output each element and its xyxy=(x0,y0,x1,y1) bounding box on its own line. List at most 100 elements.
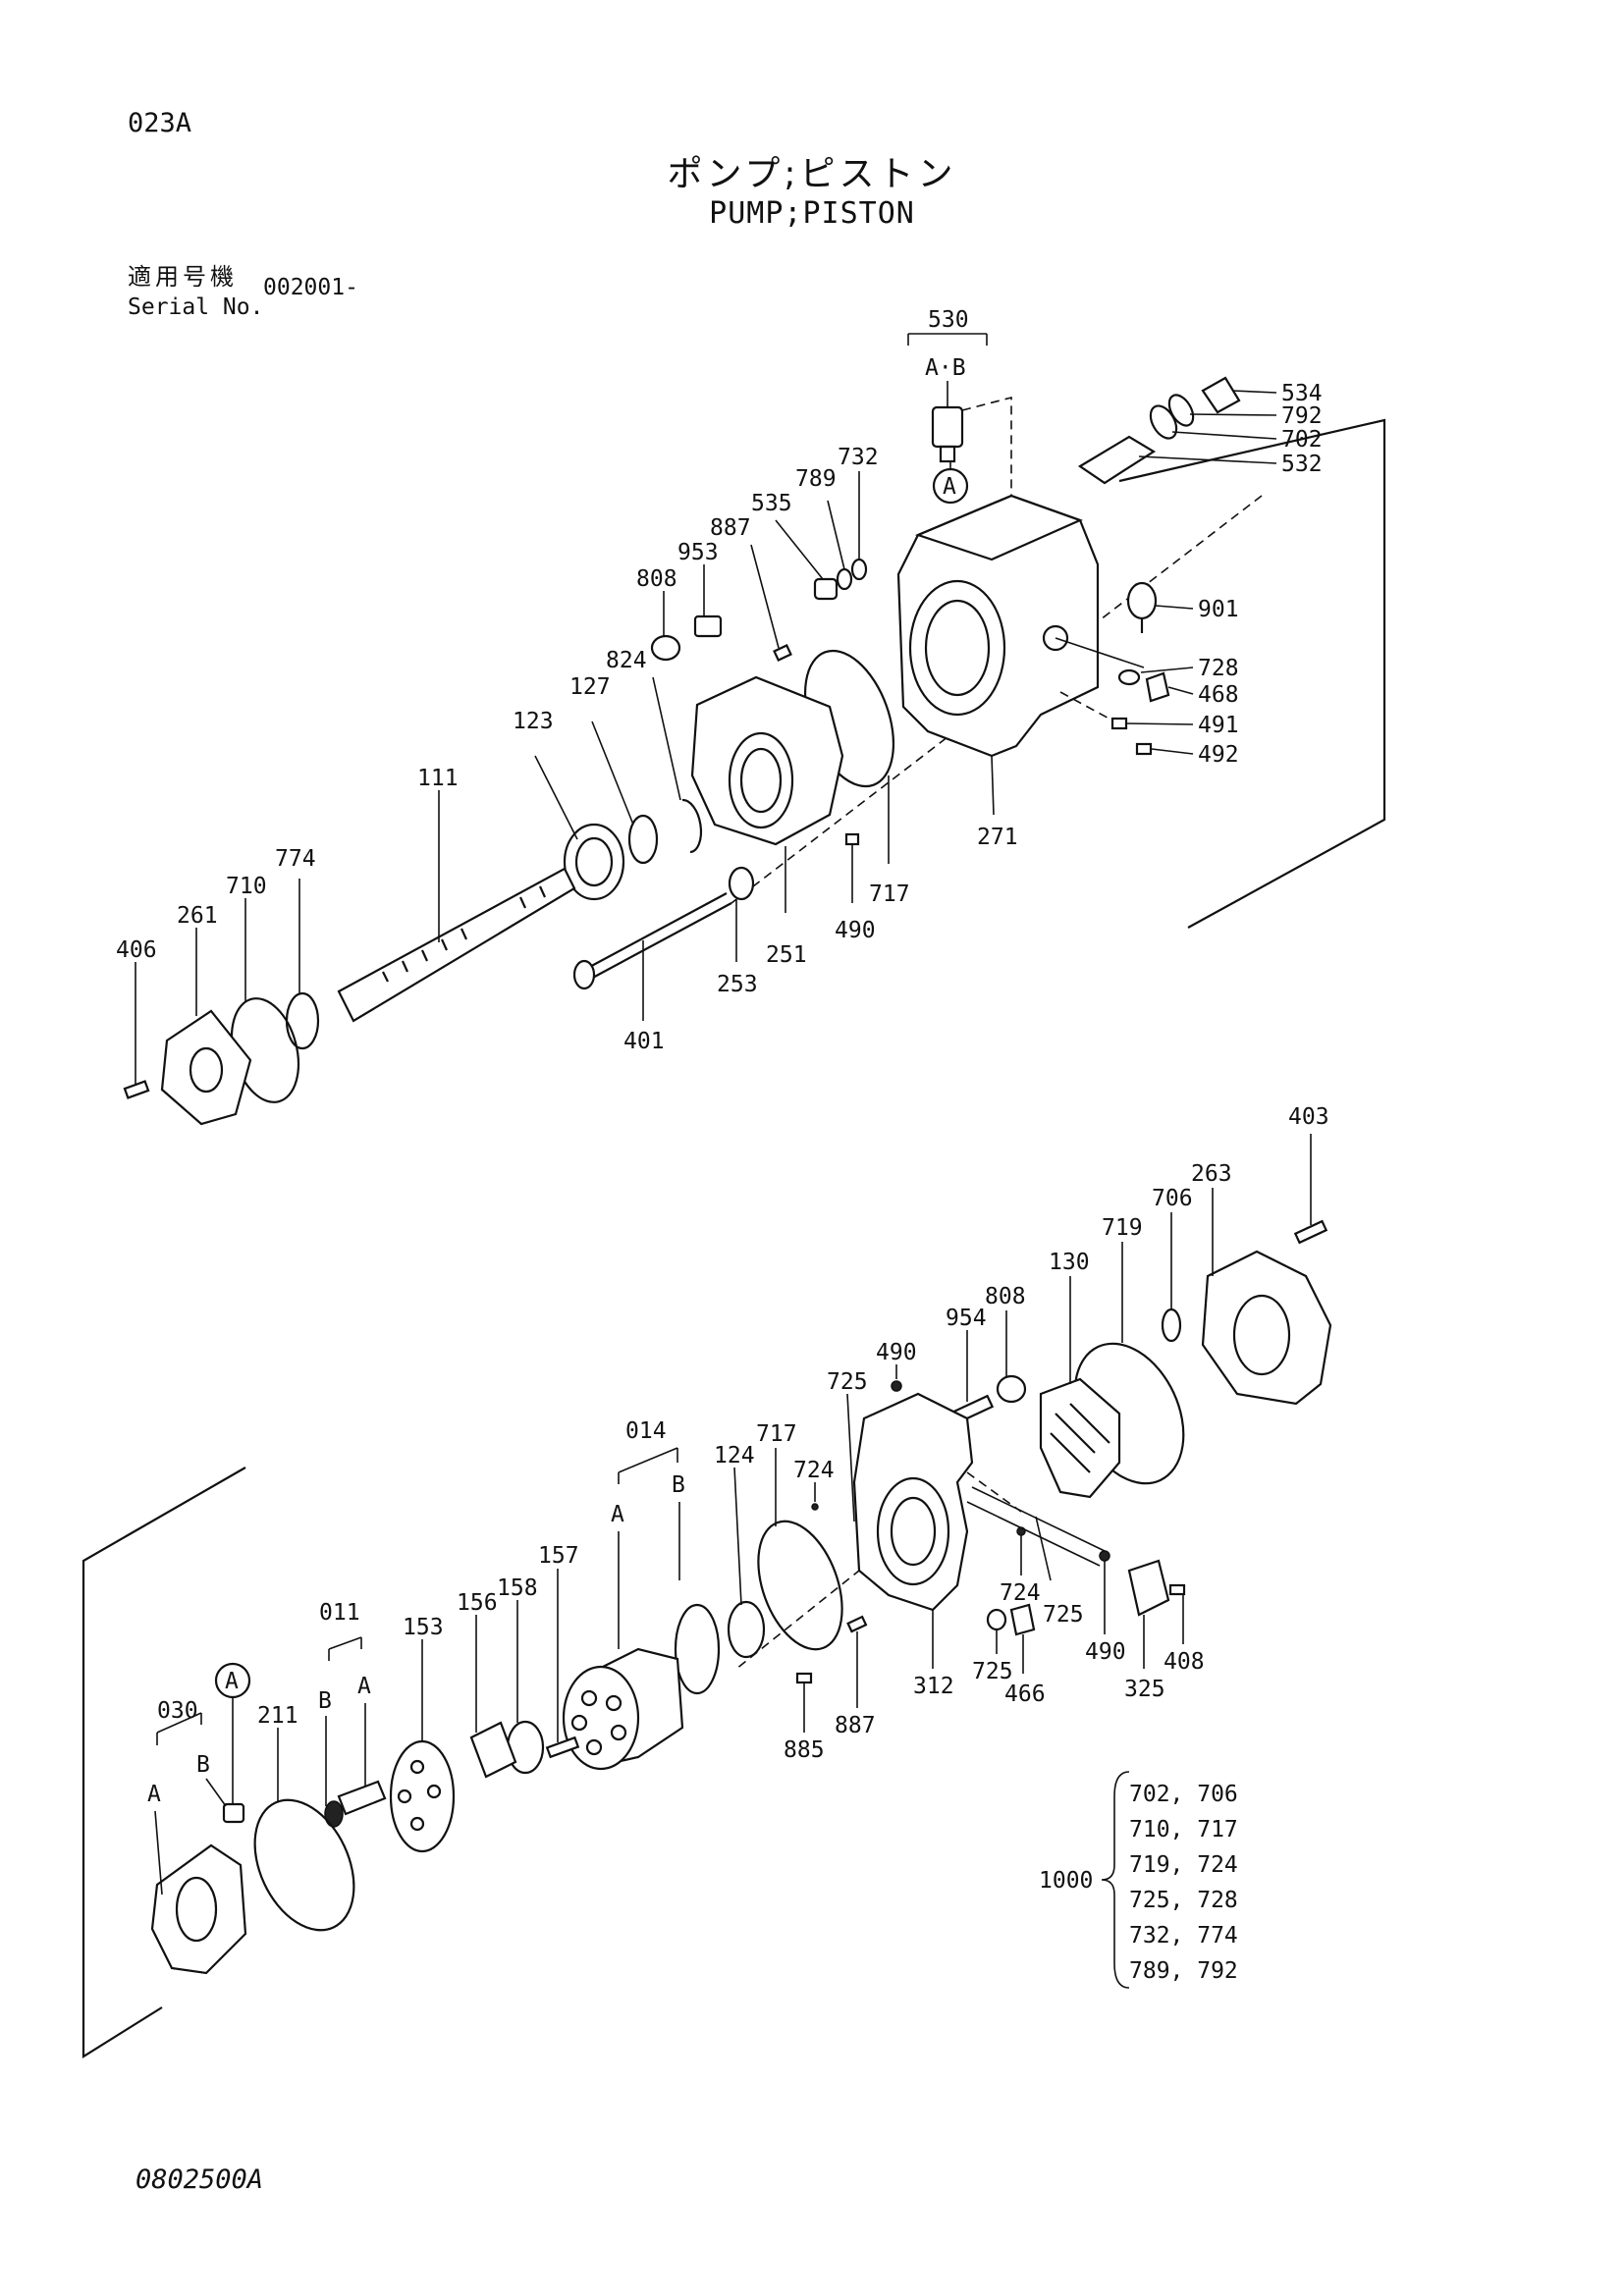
kit-item-1: 702, 706 xyxy=(1129,1782,1238,1807)
label-group-530: 530 xyxy=(928,307,969,333)
part-706 xyxy=(1161,1308,1182,1343)
seal-774 xyxy=(285,991,320,1050)
label-792: 792 xyxy=(1281,403,1323,429)
nut-808-lower xyxy=(996,1374,1027,1404)
solenoid-530-stem xyxy=(939,445,956,463)
kit-item-5: 732, 774 xyxy=(1129,1923,1238,1949)
cover-263-bore xyxy=(1232,1294,1291,1376)
part-491 xyxy=(1110,717,1128,730)
housing-271-bore xyxy=(908,579,1006,717)
lead-468 xyxy=(1167,686,1194,695)
serial-value: 002001- xyxy=(263,275,358,300)
piston-011a xyxy=(337,1780,387,1816)
plug-490-top xyxy=(891,1380,902,1392)
bracket-030 xyxy=(156,1712,202,1734)
shaft-111-spline xyxy=(382,885,547,983)
part-532-valve xyxy=(1077,435,1157,485)
cylinder-014a-bore-4 xyxy=(585,1738,603,1756)
label-885: 885 xyxy=(784,1737,825,1763)
label-724-top: 724 xyxy=(793,1458,835,1483)
bolt-401 xyxy=(583,892,728,971)
label-953: 953 xyxy=(677,540,719,565)
part-030b xyxy=(222,1802,245,1824)
lead-271 xyxy=(991,755,995,816)
housing-271-bore-inner xyxy=(924,599,991,697)
centerline-upper xyxy=(731,495,1263,904)
guide-156 xyxy=(469,1721,517,1779)
retainer-153 xyxy=(389,1739,456,1853)
label-887-upper: 887 xyxy=(710,515,751,541)
label-401: 401 xyxy=(623,1029,665,1054)
label-789: 789 xyxy=(795,466,837,492)
label-468: 468 xyxy=(1198,682,1239,708)
part-535 xyxy=(813,577,839,601)
label-251: 251 xyxy=(766,942,807,968)
label-124: 124 xyxy=(714,1443,755,1468)
label-group-011-a: A xyxy=(357,1674,371,1699)
label-123: 123 xyxy=(513,709,554,734)
cylinder-014a-bore-1 xyxy=(580,1689,598,1707)
line-to-325 xyxy=(971,1486,1106,1552)
lead-030-b xyxy=(205,1778,227,1807)
valve-block-312-bore-inner xyxy=(890,1496,937,1567)
page-id: 023A xyxy=(128,108,192,138)
block-251-bore xyxy=(728,731,794,829)
cover-261 xyxy=(160,1009,252,1126)
pin-885 xyxy=(795,1672,813,1684)
bearing-123-inner xyxy=(574,836,614,887)
label-490-top: 490 xyxy=(876,1340,917,1365)
lead-728 xyxy=(1140,667,1194,673)
label-954: 954 xyxy=(946,1306,987,1331)
cover-261-bore xyxy=(189,1046,224,1094)
swash-130-lines xyxy=(1050,1403,1110,1473)
plug-466 xyxy=(1009,1603,1036,1636)
part-492 xyxy=(1135,742,1153,756)
label-725-lower: 725 xyxy=(972,1659,1013,1684)
part-953 xyxy=(693,614,723,638)
bracket-011 xyxy=(328,1636,362,1650)
label-group-030: 030 xyxy=(157,1698,198,1724)
serial-label-english: Serial No. xyxy=(128,294,264,320)
plate-211 xyxy=(253,1798,355,1932)
label-group-530-ab: A·B xyxy=(925,355,966,381)
label-710: 710 xyxy=(226,874,267,899)
lead-901 xyxy=(1155,605,1194,610)
label-325: 325 xyxy=(1124,1677,1165,1702)
lead-127 xyxy=(591,721,634,826)
lead-725-top xyxy=(846,1393,855,1522)
block-251-bore-inner xyxy=(739,747,783,814)
retainer-153-hole-4 xyxy=(397,1789,412,1804)
lower-frame-line xyxy=(81,1467,246,2058)
plug-490-lower xyxy=(1099,1550,1110,1562)
support-030a xyxy=(150,1843,247,1975)
label-492: 492 xyxy=(1198,742,1239,768)
part-792-ring xyxy=(1167,394,1195,427)
part-789 xyxy=(836,567,853,591)
label-724-lower: 724 xyxy=(1000,1580,1041,1606)
label-157: 157 xyxy=(538,1543,579,1569)
dash-491 xyxy=(1059,691,1115,722)
lead-887-upper xyxy=(750,544,780,649)
ring-127 xyxy=(627,814,659,865)
lead-824 xyxy=(652,676,681,801)
bolt-403 xyxy=(1293,1219,1328,1245)
cylinder-014a-bore-2 xyxy=(605,1694,623,1712)
washer-253 xyxy=(728,866,755,901)
solenoid-530 xyxy=(931,405,964,449)
part-468-plug xyxy=(1145,671,1170,703)
label-158: 158 xyxy=(497,1575,538,1601)
label-group-030-b: B xyxy=(196,1752,210,1778)
cover-263 xyxy=(1201,1250,1332,1406)
label-group-011: 011 xyxy=(319,1600,360,1626)
cylinder-014a-bore-5 xyxy=(570,1714,588,1732)
lead-532 xyxy=(1138,455,1277,464)
shoe-011b xyxy=(324,1800,344,1828)
cylinder-014a-face xyxy=(562,1665,640,1771)
label-717-lower: 717 xyxy=(756,1421,797,1447)
label-403: 403 xyxy=(1288,1104,1329,1130)
valve-block-312-bore xyxy=(876,1476,950,1586)
lead-491 xyxy=(1126,722,1194,725)
label-group-014-b: B xyxy=(672,1472,685,1498)
lower-assembly xyxy=(81,1134,1332,2058)
